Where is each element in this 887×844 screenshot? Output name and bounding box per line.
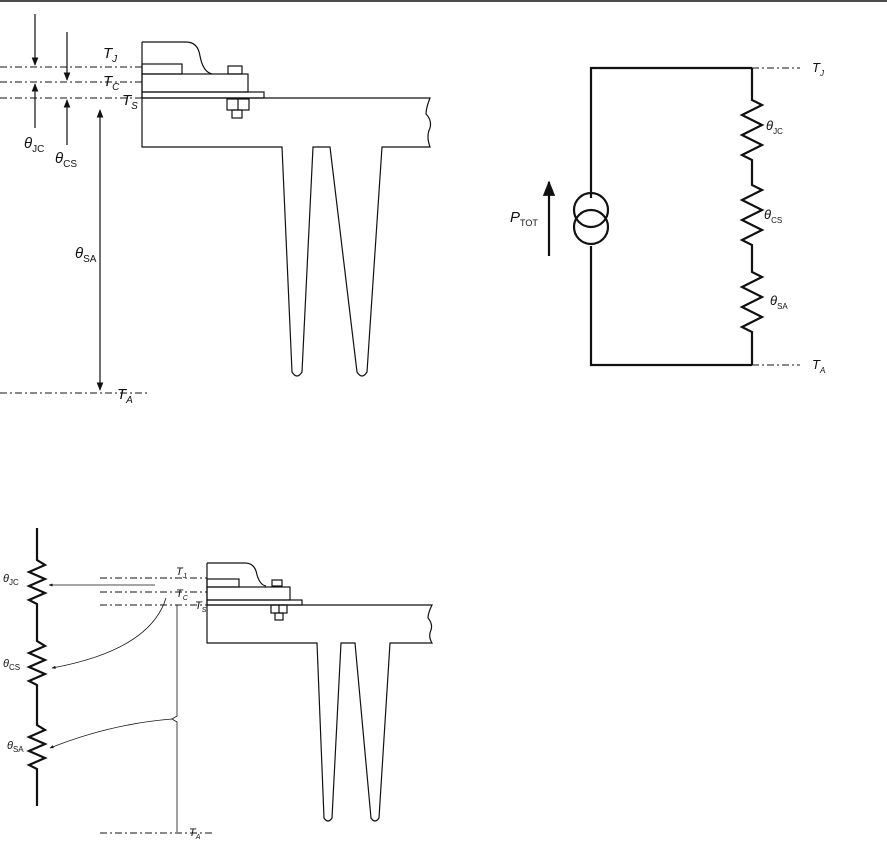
circuit-label-theta-cs: θCS	[764, 207, 782, 225]
mapping-device-case	[206, 586, 291, 601]
circuit-wire-top	[589, 66, 752, 198]
label-ts: TS	[122, 92, 138, 112]
mapping-heatsink-body	[206, 604, 434, 822]
figure-heatsink-mapping: θJC θCS θSA TJ TC TS TA	[3, 528, 434, 841]
label-theta-sa: θSA	[75, 245, 97, 265]
right-rail-with-resistors	[739, 68, 765, 365]
mapping-device-package	[207, 562, 267, 587]
device-case	[141, 73, 249, 93]
current-source-circle-upper	[572, 191, 610, 229]
mapping-screw-head	[271, 579, 283, 587]
label-tc: TC	[103, 73, 120, 93]
mapping-label-ta: TA	[189, 827, 201, 841]
resistor-chain	[26, 528, 48, 806]
bolt-end	[231, 109, 243, 119]
mapping-label-ts: TS	[195, 600, 207, 614]
mapping-bolt-end	[274, 612, 284, 621]
mapping-thermal-pad	[206, 599, 303, 606]
circuit-label-ta: TA	[812, 357, 825, 375]
circuit-label-theta-sa: θSA	[770, 293, 788, 311]
figure-thermal-circuit: TJ TA θJC θCS θSA PTOT	[510, 60, 825, 375]
label-tj: TJ	[103, 45, 118, 65]
mapping-label-theta-sa: θSA	[7, 740, 24, 754]
mapping-label-tc: TC	[176, 588, 189, 602]
circuit-label-tj: TJ	[812, 60, 825, 78]
heatsink-body	[141, 97, 432, 377]
mapping-arrow-cs	[51, 597, 167, 669]
mapping-device-tab	[206, 578, 240, 588]
mapping-label-theta-jc: θJC	[3, 573, 19, 587]
thermal-interface-pad	[141, 91, 265, 99]
screw-head	[227, 65, 243, 75]
circuit-label-ptot: PTOT	[510, 209, 538, 228]
label-ta: TA	[117, 386, 133, 406]
label-theta-cs: θCS	[55, 150, 77, 170]
circuit-wire-bottom	[589, 246, 752, 367]
mapping-label-theta-cs: θCS	[3, 658, 20, 672]
label-theta-jc: θJC	[24, 135, 44, 155]
mapping-brace-sa	[171, 605, 178, 832]
mapping-label-tj: TJ	[176, 566, 187, 580]
circuit-label-theta-jc: θJC	[766, 118, 783, 136]
device-package	[142, 41, 213, 75]
current-source-circle-lower	[572, 208, 610, 246]
mapping-arrow-sa	[49, 718, 173, 749]
device-tab	[141, 63, 183, 75]
figure-heatsink-cross-section: TJ TC TS TA θJC θCS θSA	[0, 14, 432, 406]
